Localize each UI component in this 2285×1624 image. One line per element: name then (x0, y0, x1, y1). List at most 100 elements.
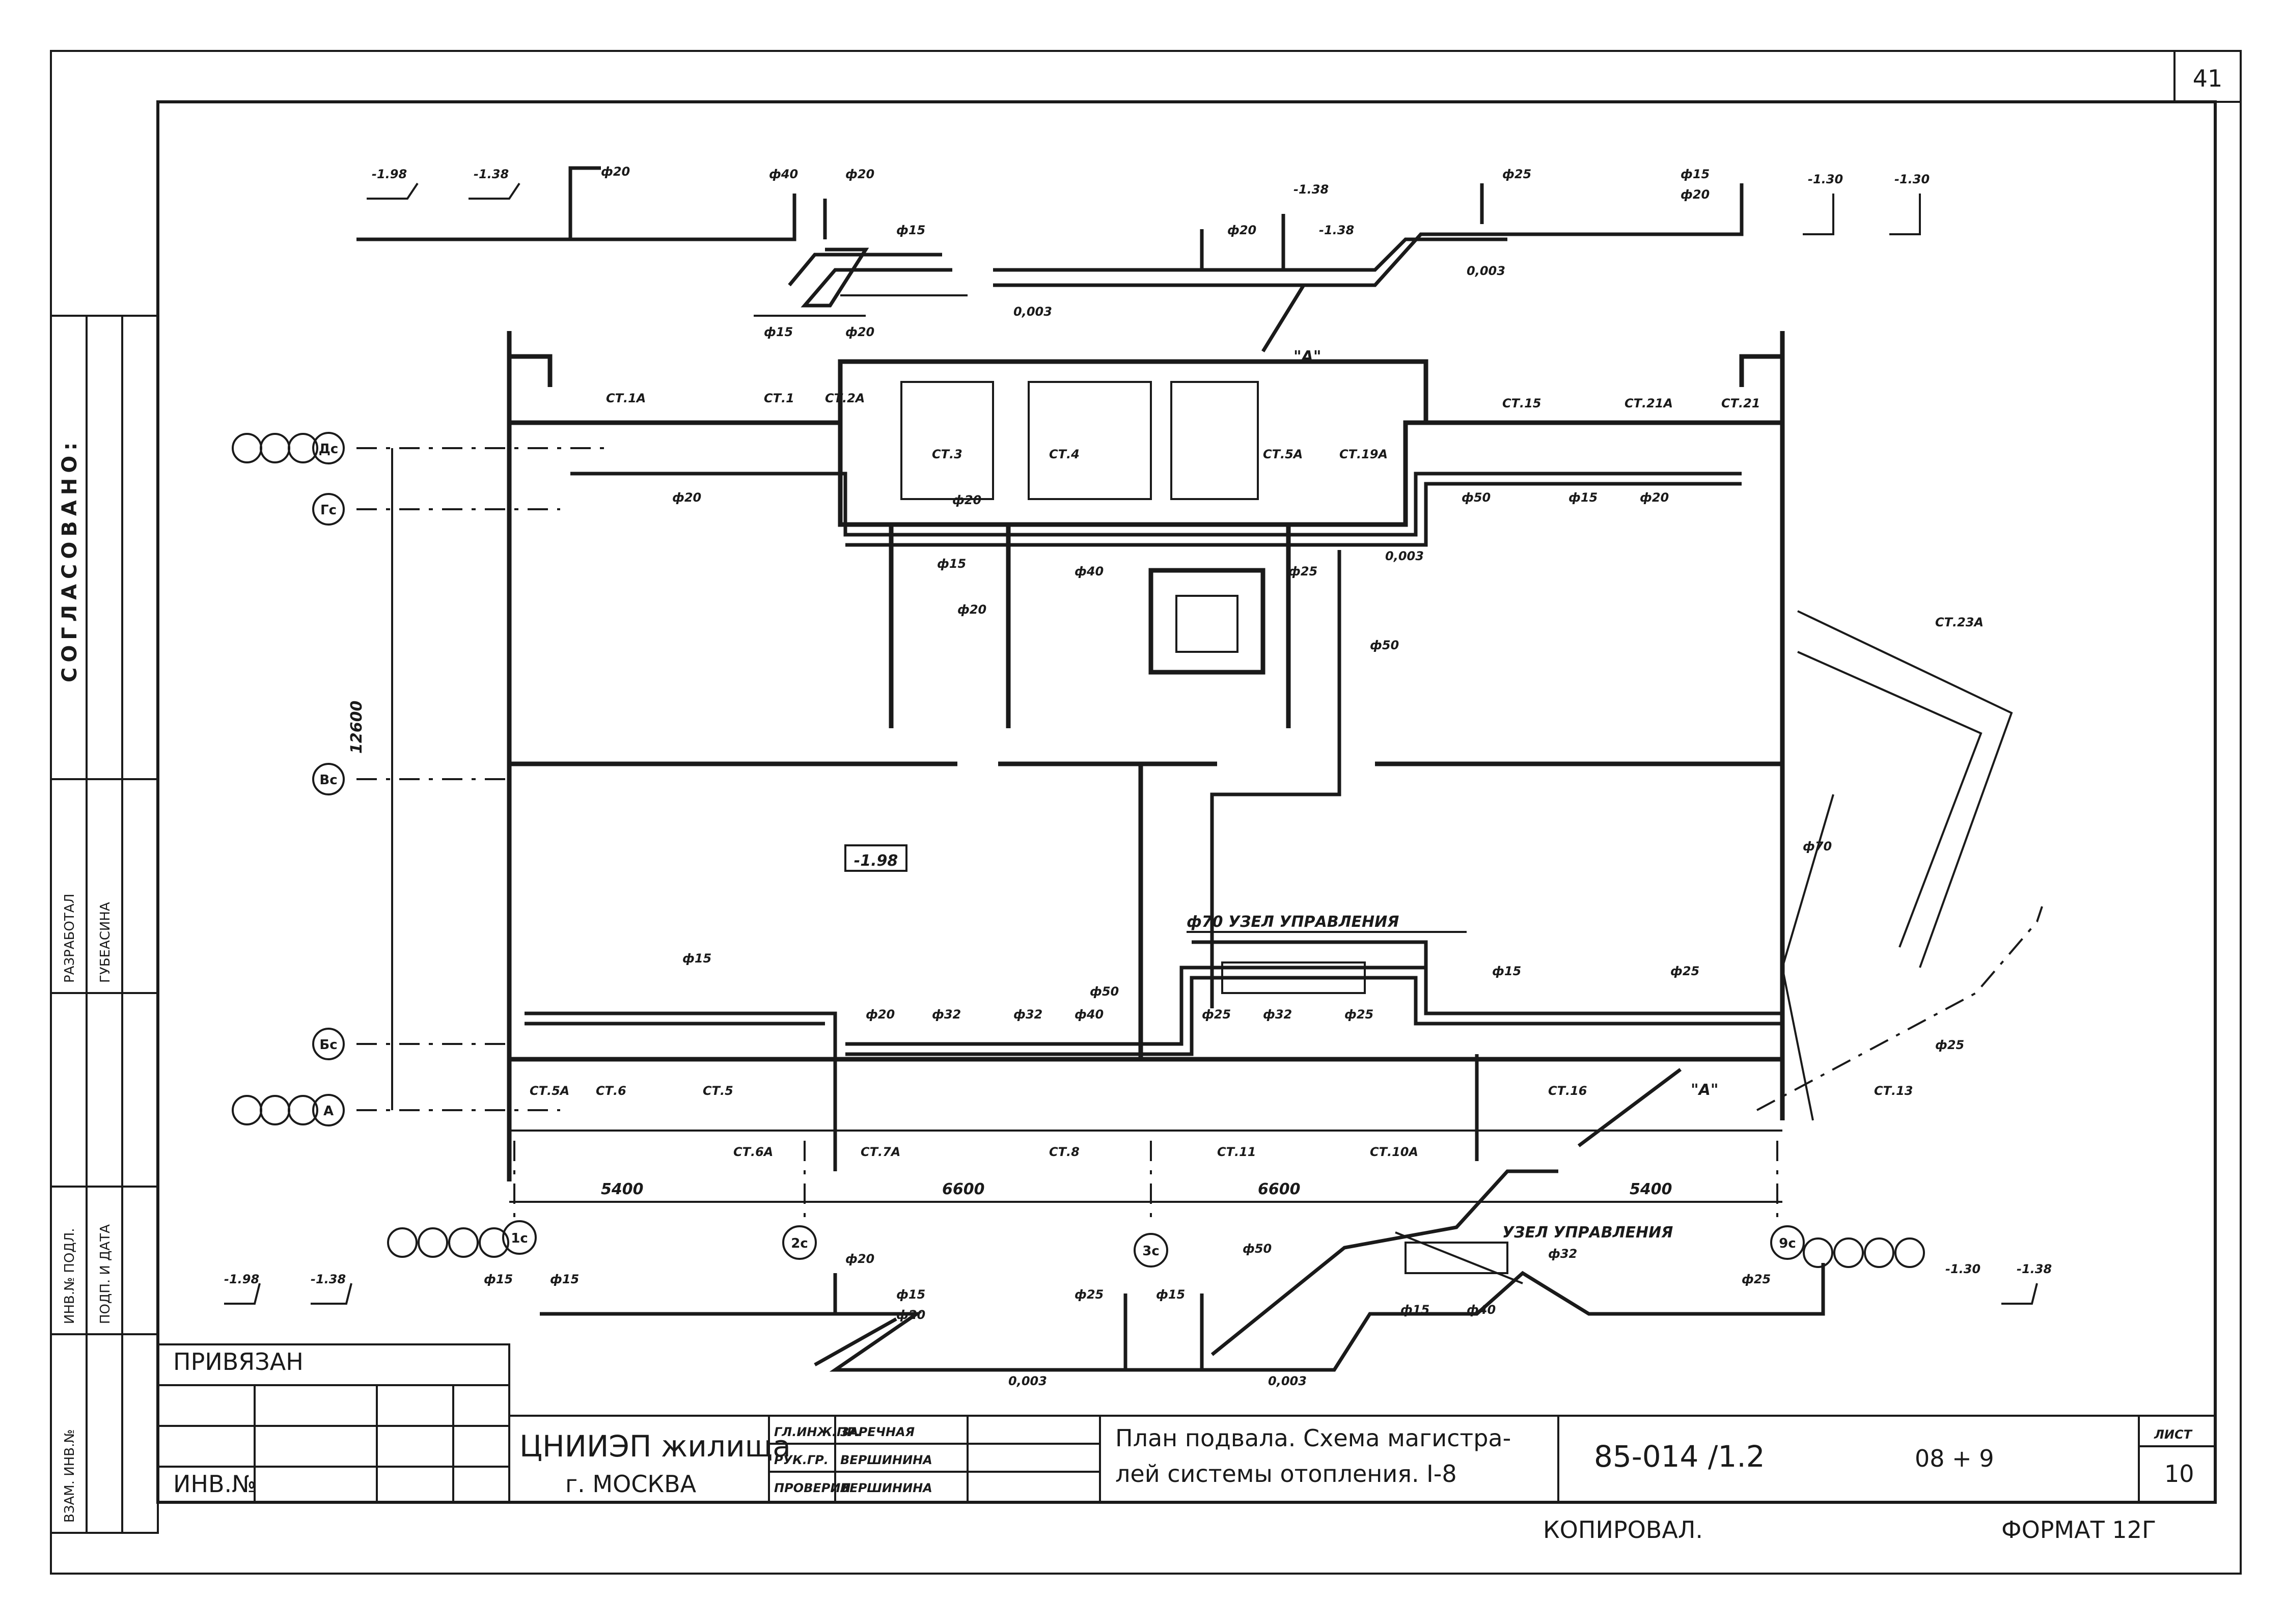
format-label: ФОРМАТ 12Г (2001, 1516, 2156, 1544)
svg-text:Бс: Бс (319, 1037, 337, 1053)
riser-label: СТ.6 (596, 1084, 626, 1098)
diameter-label: ф15 (1492, 964, 1521, 978)
axis-bubble: Бс (312, 1028, 345, 1060)
diameter-label: ф20 (601, 164, 630, 179)
diameter-label: ф25 (1202, 1007, 1231, 1022)
diameter-label: ф40 (769, 167, 798, 181)
riser-label: СТ.5 (703, 1084, 733, 1098)
diameter-label: ф15 (682, 951, 711, 966)
diameter-label: ф20 (845, 167, 874, 181)
elev-label: -1.98 (372, 167, 407, 181)
sheet-number: 10 (2164, 1460, 2194, 1488)
description-line-1: План подвала. Схема магистра- (1115, 1424, 1511, 1452)
diameter-label: ф15 (896, 1287, 925, 1302)
riser-label: СТ.13 (1874, 1084, 1913, 1098)
chain-circles (232, 433, 1925, 1268)
elev-label: -1.98 (224, 1272, 259, 1286)
diameter-label: ф25 (1075, 1287, 1104, 1302)
control-unit-schema: УЗЕЛ УПРАВЛЕНИЯ (1502, 1224, 1673, 1242)
svg-text:9с: 9с (1779, 1236, 1796, 1251)
riser-label: СТ.21 (1721, 396, 1760, 410)
axis-bubble: 3с (1134, 1233, 1168, 1268)
riser-label: СТ.2А (825, 391, 865, 405)
sheet-label: ЛИСТ (2154, 1427, 2193, 1442)
axis-bubble: 9с (1770, 1225, 1805, 1260)
bottom-schema: -1.98 -1.38 -1.30 -1.38 ф15 ф15 ф20 ф15 … (224, 433, 2052, 1388)
diameter-label: ф20 (845, 1252, 874, 1266)
dim-bottom: 6600 (1258, 1180, 1301, 1198)
diameter-label: ф40 (1075, 564, 1104, 579)
axis-bubble: А (312, 1094, 345, 1126)
diameter-label: ф25 (1935, 1038, 1964, 1052)
svg-text:1с: 1с (511, 1231, 528, 1246)
riser-label: СТ.5А (1263, 447, 1303, 461)
svg-text:Дс: Дс (319, 442, 339, 457)
elev-label: -1.38 (311, 1272, 346, 1286)
staff-role: ГЛ.ИНЖ.ПР. (774, 1425, 861, 1439)
diameter-label: ф15 (1681, 167, 1710, 181)
slope-label: 0,003 (1008, 1374, 1047, 1388)
diameter-label: ф50 (1090, 984, 1119, 999)
title-block: ПРИВЯЗАН ИНВ.№ ЦНИИЭП жилища г. МОСКВА Г… (157, 1343, 2216, 1544)
slope-label: 0,003 (1385, 549, 1424, 563)
inv-label: ИНВ.№ (173, 1470, 256, 1498)
staff-name: ВЕРШИНИНА (840, 1453, 932, 1467)
riser-label: СТ.6А (733, 1145, 773, 1159)
riser-label: СТ.21А (1625, 396, 1673, 410)
slope-label: 0,003 (1467, 264, 1505, 278)
axis-bubble: 1с (502, 1220, 537, 1255)
elev-label: -1.38 (1319, 223, 1354, 237)
copied-label: КОПИРОВАЛ. (1543, 1516, 1703, 1544)
basement-plan: Дс Гс Вс Бс А 1с 2с 3с 9с 12600 5400 660… (312, 331, 2043, 1268)
axis-bubble: 2с (782, 1225, 817, 1260)
diameter-label: ф32 (1263, 1007, 1292, 1022)
diameter-label: ф32 (1548, 1247, 1577, 1261)
org-city: г. МОСКВА (565, 1470, 697, 1498)
dim-bottom: 5400 (1630, 1180, 1672, 1198)
svg-text:А: А (323, 1104, 334, 1119)
diameter-label: ф15 (550, 1272, 579, 1286)
diameter-label: ф15 (484, 1272, 513, 1286)
elev-label: -1.38 (1293, 182, 1329, 197)
svg-text:2с: 2с (791, 1236, 808, 1251)
side-stamp: СОГЛАСОВАНО: РАЗРАБОТАЛ ГУБЕАСИНА ИНВ.№ … (50, 315, 159, 1534)
side-stamp-sign: ПОДП. И ДАТА (98, 1224, 113, 1324)
staff-name: ВЕРШИНИНА (840, 1481, 932, 1495)
diameter-label: ф15 (764, 325, 793, 339)
staff-role: РУК.ГР. (774, 1453, 829, 1467)
dim-bottom: 6600 (942, 1180, 985, 1198)
riser-label: СТ.19А (1339, 447, 1388, 461)
svg-text:Гс: Гс (320, 503, 337, 518)
corner-number: 41 (2193, 65, 2223, 92)
riser-label: СТ.11 (1217, 1145, 1256, 1159)
description-line-2: лей системы отопления. I-8 (1115, 1460, 1457, 1488)
side-stamp-inv: ИНВ.№ ПОДЛ. (62, 1228, 77, 1324)
diameter-label: ф20 (1640, 490, 1669, 505)
diameter-label: ф70 (1803, 839, 1832, 854)
dim-vertical: 12600 (348, 701, 366, 754)
staff-role: ПРОВЕРИЛ (774, 1481, 850, 1495)
diameter-label: ф20 (866, 1007, 895, 1022)
org-name: ЦНИИЭП жилища (519, 1429, 791, 1464)
control-unit-label: ф70 УЗЕЛ УПРАВЛЕНИЯ (1187, 913, 1399, 931)
axis-bubble: Вс (312, 763, 345, 795)
staff-name: ЗАРЕЧНАЯ (840, 1425, 915, 1439)
riser-label: СТ.7А (861, 1145, 900, 1159)
riser-label: СТ.15 (1502, 396, 1541, 410)
slope-label: 0,003 (1268, 1374, 1307, 1388)
diameter-label: ф15 (937, 557, 966, 571)
agreed-stamp: СОГЛАСОВАНО: (58, 437, 81, 682)
dim-bottom: 5400 (601, 1180, 644, 1198)
riser-label: СТ.1А (606, 391, 646, 405)
riser-label: СТ.4 (1049, 447, 1080, 461)
elev-label: -1.38 (2017, 1262, 2052, 1276)
inner-frame (156, 100, 2217, 1504)
side-stamp-author: РАЗРАБОТАЛ (62, 894, 77, 983)
diameter-label: ф50 (1462, 490, 1491, 505)
diameter-label: ф20 (896, 1308, 925, 1322)
elev-label: -1.30 (1894, 172, 1930, 186)
diameter-label: ф25 (1670, 964, 1699, 978)
slope-label: 0,003 (1013, 305, 1052, 319)
diameter-label: ф50 (1370, 638, 1399, 652)
